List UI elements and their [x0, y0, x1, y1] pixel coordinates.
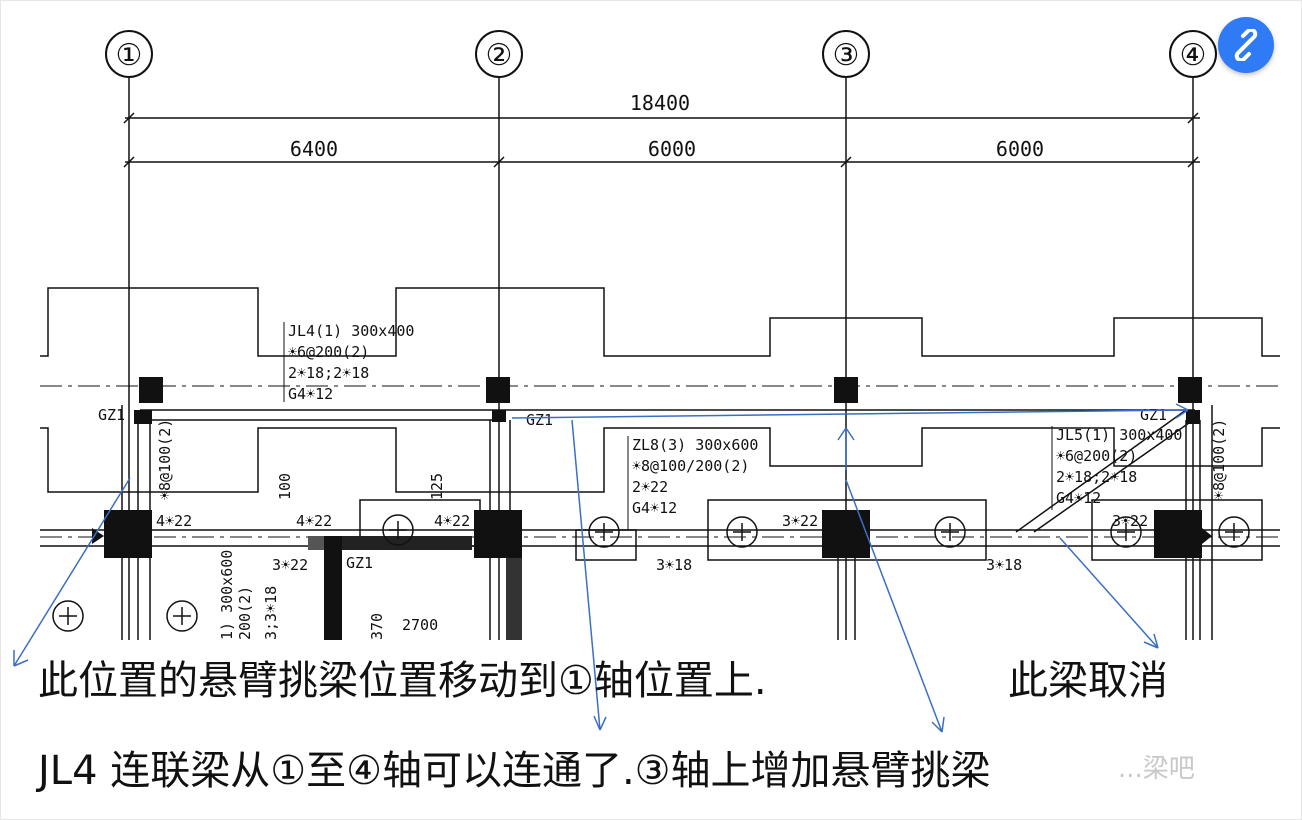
note-zl8-line-4: G4☀12	[632, 499, 677, 517]
note-jl5-line-1: JL5(1) 300x400	[1056, 426, 1182, 444]
caption-line-1b: 此梁取消	[1008, 658, 1168, 704]
label-rebar-5: 3☀22	[1112, 512, 1148, 530]
hatched-walls	[308, 536, 522, 640]
watermark: ...梁吧	[1118, 754, 1195, 784]
note-jl5-line-4: G4☀12	[1056, 489, 1101, 507]
upper-wall-outline	[40, 287, 1280, 357]
label-rebar-6: 3☀22	[272, 556, 308, 574]
label-stirrup-axis-1: ☀8@100(2)	[156, 419, 174, 500]
dim-total: 18400	[630, 91, 690, 115]
label-rebar-2: 4☀22	[296, 512, 332, 530]
dim-span-3: 6000	[996, 137, 1044, 161]
cantilever-beam-axis-4	[1015, 409, 1197, 533]
axis-label-2: ②	[486, 38, 513, 73]
label-partial-318: 3;3☀18	[262, 586, 280, 640]
note-jl4-line-1: JL4(1) 300x400	[288, 322, 414, 340]
note-jl4-line-3: 2☀18;2☀18	[288, 364, 369, 382]
dimension-lines	[123, 112, 1200, 168]
note-jl5: JL5(1) 300x400 ☀6@200(2) 2☀18;2☀18 G4☀12	[1056, 426, 1182, 507]
pile-circles	[52, 514, 1250, 632]
axis-bubble-1: ①	[105, 30, 153, 78]
annotation-arrows	[13, 403, 1189, 733]
note-zl8-line-1: ZL8(3) 300x600	[632, 436, 758, 454]
label-gz1-axis-1: GZ1	[98, 406, 125, 424]
dim-span-1: 6400	[290, 137, 338, 161]
label-gz1-axis-2: GZ1	[526, 411, 553, 429]
dim-span-2: 6000	[648, 137, 696, 161]
axis-bubble-2: ②	[475, 30, 523, 78]
label-dim-125: 125	[428, 473, 446, 500]
axis-bubble-3: ③	[822, 30, 870, 78]
beam-jl4-line	[140, 409, 1195, 421]
label-gz1-lower: GZ1	[346, 554, 373, 572]
label-stirrup-axis-4: ☀8@100(2)	[1210, 419, 1228, 500]
label-rebar-4: 3☀22	[782, 512, 818, 530]
foundation-band	[40, 499, 1280, 561]
share-link-button[interactable]	[1218, 17, 1274, 73]
label-partial-beam: 1) 300x600	[218, 550, 236, 640]
label-dim-2700: 2700	[402, 616, 438, 634]
note-jl4-line-2: ☀6@200(2)	[288, 343, 369, 361]
axis-label-4: ④	[1180, 38, 1207, 73]
note-jl4: JL4(1) 300x400 ☀6@200(2) 2☀18;2☀18 G4☀12	[288, 322, 414, 403]
note-zl8-line-2: ☀8@100/200(2)	[632, 457, 749, 475]
middle-wall-outline	[40, 427, 1280, 493]
note-zl8-line-3: 2☀22	[632, 478, 668, 496]
axis-bubble-4: ④	[1169, 30, 1217, 78]
label-rebar-8: 3☀18	[986, 556, 1022, 574]
label-partial-370: 370	[368, 613, 386, 640]
axis-label-1: ①	[116, 38, 143, 73]
label-dim-100: 100	[276, 473, 294, 500]
label-rebar-3: 4☀22	[434, 512, 470, 530]
label-rebar-1: 4☀22	[156, 512, 192, 530]
note-jl5-line-2: ☀6@200(2)	[1056, 447, 1137, 465]
link-icon	[1234, 29, 1258, 61]
note-zl8: ZL8(3) 300x600 ☀8@100/200(2) 2☀22 G4☀12	[632, 436, 758, 517]
note-jl5-line-3: 2☀18;2☀18	[1056, 468, 1137, 486]
label-rebar-7: 3☀18	[656, 556, 692, 574]
axis-label-3: ③	[833, 38, 860, 73]
label-partial-200: 200(2)	[236, 586, 254, 640]
caption-line-1: 此位置的悬臂挑梁位置移动到①轴位置上.	[38, 658, 767, 704]
caption-line-2: JL4 连联梁从①至④轴可以连通了.③轴上增加悬臂挑梁	[38, 748, 991, 794]
foundation-columns	[92, 510, 1212, 558]
label-gz1-axis-4: GZ1	[1140, 406, 1167, 424]
note-jl4-line-4: G4☀12	[288, 385, 333, 403]
column-row-1	[134, 377, 1202, 424]
